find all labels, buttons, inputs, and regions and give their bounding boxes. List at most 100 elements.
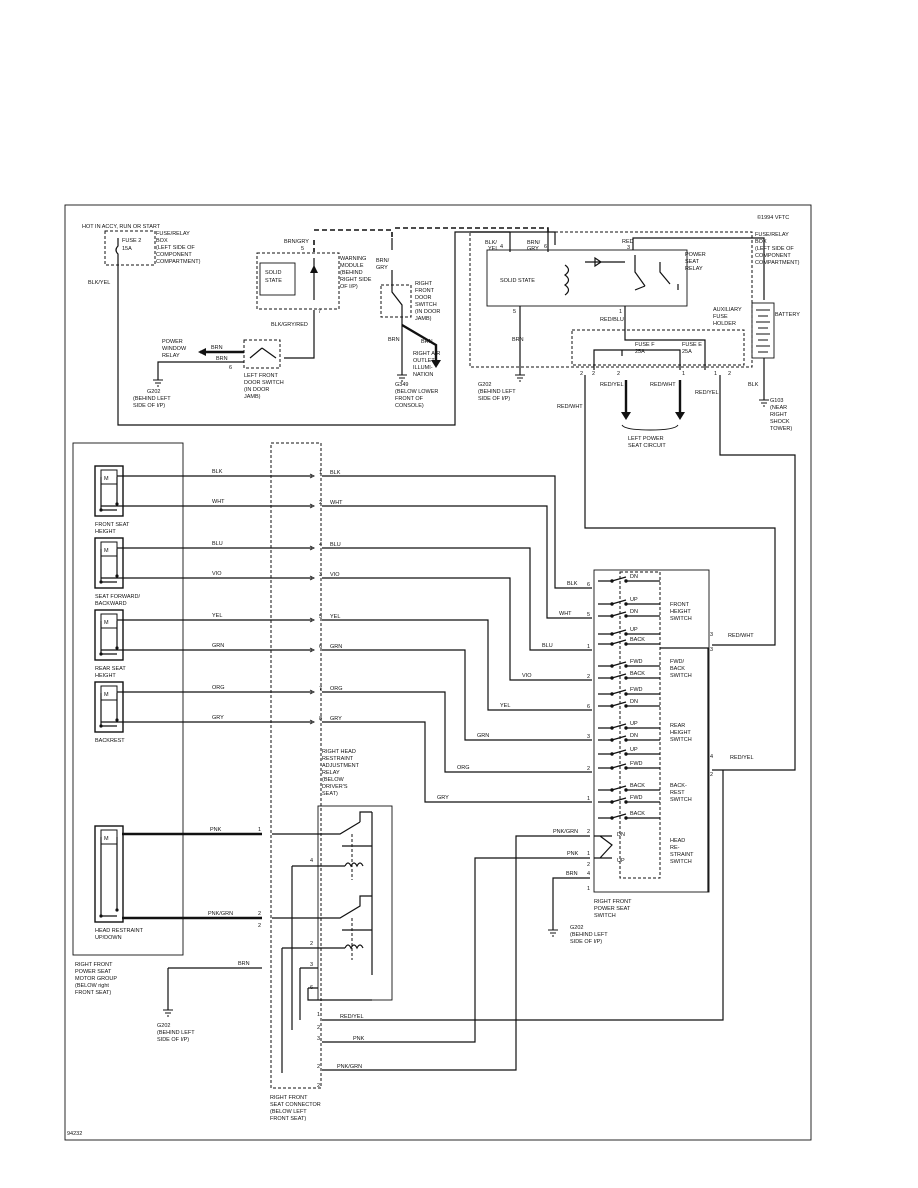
svg-text:BRN: BRN — [512, 337, 524, 343]
svg-text:SWITCH: SWITCH — [670, 673, 692, 679]
switch-position: UP — [630, 597, 638, 603]
svg-text:(BEHIND LEFT: (BEHIND LEFT — [157, 1030, 195, 1036]
svg-text:SWITCH: SWITCH — [594, 913, 616, 919]
motor-symbol: M — [104, 620, 109, 626]
switch-position: UP — [630, 747, 638, 753]
svg-text:RED/WHT: RED/WHT — [650, 382, 676, 388]
wire-color: VIO — [522, 673, 532, 679]
svg-text:3: 3 — [310, 962, 313, 968]
svg-text:(BEHIND LEFT: (BEHIND LEFT — [133, 396, 171, 402]
motor-symbol: M — [104, 548, 109, 554]
svg-text:G202: G202 — [570, 925, 583, 931]
svg-text:BLK: BLK — [748, 382, 759, 388]
svg-text:BLK/YEL: BLK/YEL — [88, 280, 110, 286]
switch-position: DN — [630, 699, 638, 705]
svg-text:RIGHT SIDE: RIGHT SIDE — [340, 277, 372, 283]
seat-connector-box — [270, 442, 322, 1089]
switch-contact: FWD — [598, 687, 660, 696]
svg-text:PNK: PNK — [210, 827, 222, 833]
svg-text:1: 1 — [619, 309, 622, 315]
svg-text:OUTLET: OUTLET — [413, 358, 435, 364]
svg-text:BACK-: BACK- — [670, 783, 687, 789]
switch-pin: 6 — [587, 704, 590, 710]
svg-text:BATTERY: BATTERY — [775, 312, 800, 318]
connector-pin: 4 — [319, 542, 322, 548]
motor-label: HEIGHT — [95, 673, 116, 679]
svg-text:(IN DOOR: (IN DOOR — [415, 309, 440, 315]
svg-text:1: 1 — [258, 827, 261, 833]
svg-text:SEAT): SEAT) — [322, 791, 338, 797]
power-seat-switch: RIGHT FRONT POWER SEAT SWITCH FRONT HEIG… — [548, 569, 754, 945]
svg-text:FUSE E: FUSE E — [682, 342, 702, 348]
svg-text:2: 2 — [317, 1083, 320, 1089]
svg-text:LEFT FRONT: LEFT FRONT — [244, 373, 278, 379]
top-left-section: HOT IN ACCY, RUN OR START FUSE 2 15A FUS… — [82, 224, 556, 426]
svg-text:3: 3 — [710, 647, 713, 653]
svg-text:G349: G349 — [395, 382, 408, 388]
svg-text:(LEFT SIDE OF: (LEFT SIDE OF — [156, 245, 195, 251]
svg-text:SHOCK: SHOCK — [770, 419, 790, 425]
power-seat-relay — [486, 249, 688, 307]
footer-id: 94232 — [67, 1131, 82, 1137]
svg-text:RED/YEL: RED/YEL — [695, 390, 719, 396]
connector-pin: 8 — [319, 716, 322, 722]
svg-text:JAMB): JAMB) — [415, 316, 432, 322]
svg-text:YEL: YEL — [488, 246, 498, 252]
svg-text:PNK: PNK — [567, 851, 579, 857]
wire-color: BLU — [330, 542, 341, 548]
wire-color: GRY — [437, 795, 449, 801]
svg-text:SWITCH: SWITCH — [670, 797, 692, 803]
svg-text:1: 1 — [682, 371, 685, 377]
switch-contact: DN — [598, 733, 660, 742]
svg-text:FRONT: FRONT — [670, 602, 690, 608]
switch-pin: 1 — [587, 796, 590, 802]
svg-text:BOX: BOX — [156, 238, 168, 244]
warning-module — [256, 252, 340, 310]
svg-text:RIGHT HEAD: RIGHT HEAD — [322, 749, 356, 755]
svg-text:PNK: PNK — [353, 1036, 365, 1042]
wire-color: YEL — [500, 703, 510, 709]
wire-color: BLK — [567, 581, 578, 587]
switch-position: BACK — [630, 637, 645, 643]
svg-text:NATION: NATION — [413, 372, 433, 378]
svg-text:2: 2 — [317, 1064, 320, 1070]
switch-position: UP — [630, 721, 638, 727]
svg-text:DRIVER'S: DRIVER'S — [322, 784, 348, 790]
battery — [751, 302, 775, 359]
svg-text:POWER SEAT: POWER SEAT — [75, 969, 112, 975]
svg-text:SIDE OF I/P): SIDE OF I/P) — [570, 939, 602, 945]
svg-text:15A: 15A — [122, 246, 132, 252]
svg-text:3: 3 — [317, 1036, 320, 1042]
switch-position: BACK — [630, 811, 645, 817]
svg-text:POWER: POWER — [162, 339, 183, 345]
svg-text:(BEHIND: (BEHIND — [340, 270, 363, 276]
svg-text:SIDE OF I/P): SIDE OF I/P) — [157, 1037, 189, 1043]
svg-text:SEAT CONNECTOR: SEAT CONNECTOR — [270, 1102, 321, 1108]
switch-contact: FWD — [598, 659, 660, 668]
svg-text:6: 6 — [229, 365, 232, 371]
switch-position: BACK — [630, 783, 645, 789]
motor-label: UP/DOWN — [95, 935, 122, 941]
svg-text:RELAY: RELAY — [322, 770, 340, 776]
svg-text:BRN: BRN — [421, 339, 433, 345]
svg-text:2: 2 — [310, 941, 313, 947]
switch-position: FWD — [630, 795, 643, 801]
switch-contact: BACK — [598, 671, 660, 680]
switch-pin: 6 — [587, 582, 590, 588]
svg-text:4: 4 — [310, 858, 313, 864]
wire-color: VIO — [212, 571, 222, 577]
svg-text:COMPONENT: COMPONENT — [156, 252, 192, 258]
svg-text:REST: REST — [670, 790, 685, 796]
motor-symbol: M — [104, 692, 109, 698]
svg-text:4: 4 — [587, 871, 590, 877]
wire-color: ORG — [330, 686, 343, 692]
diagram-frame — [64, 204, 812, 1141]
svg-text:BRN/: BRN/ — [527, 240, 541, 246]
wire-color: BLU — [542, 643, 553, 649]
wire-color: GRY — [212, 715, 224, 721]
switch-position: FWD — [630, 659, 643, 665]
left-front-door-switch — [243, 339, 281, 369]
